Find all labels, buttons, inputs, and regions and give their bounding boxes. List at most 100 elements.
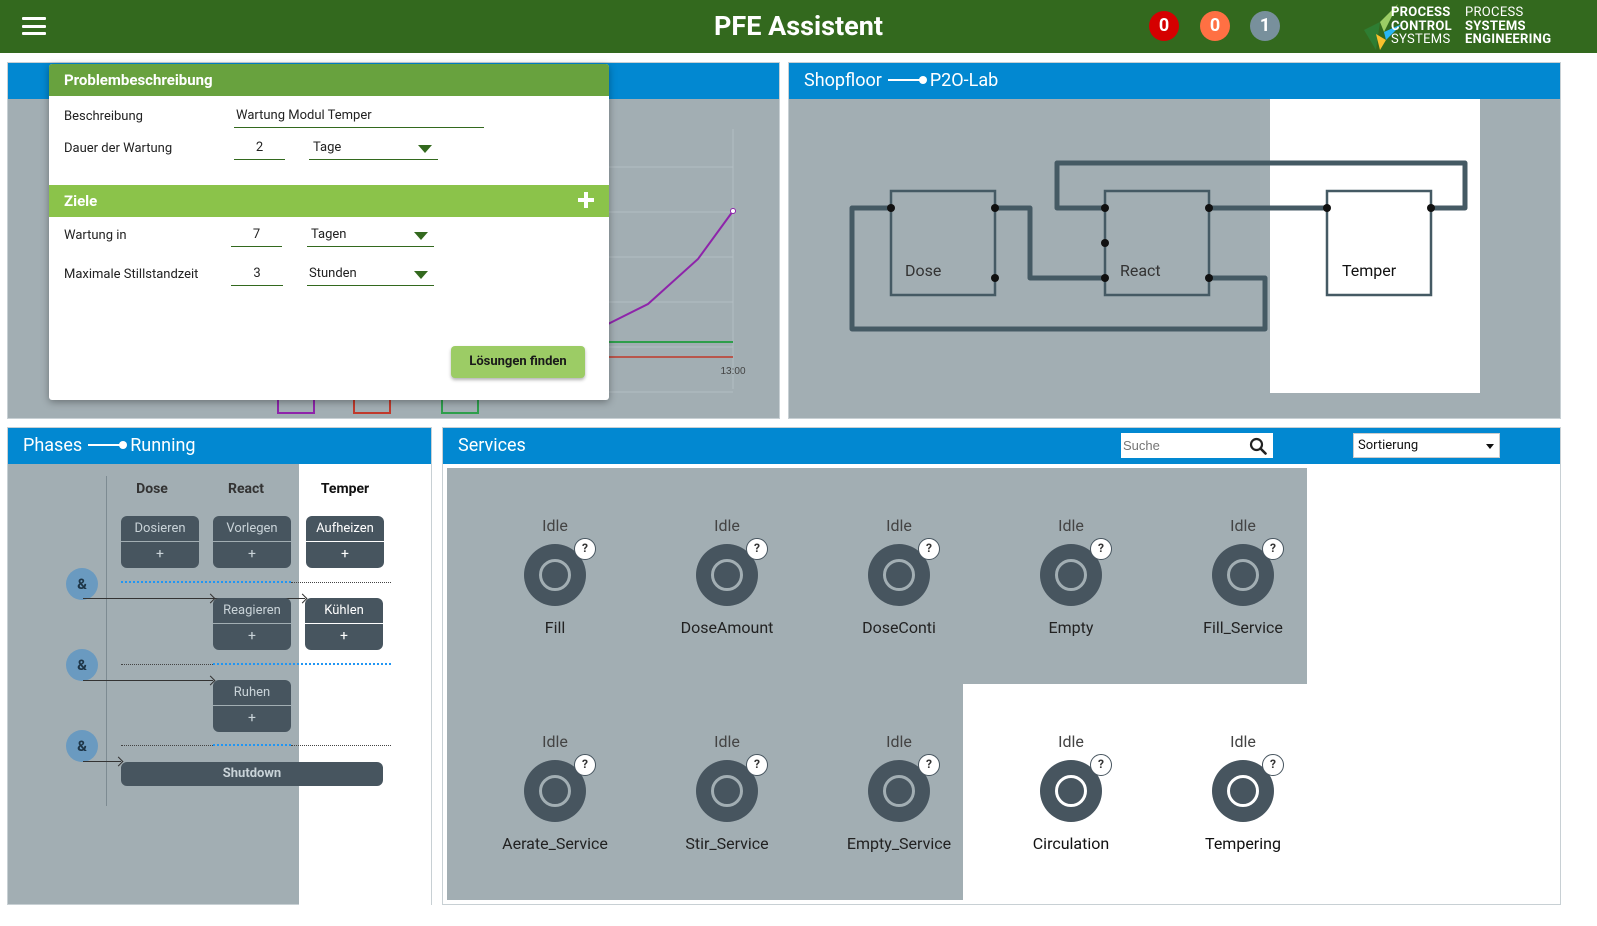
service-fill-service[interactable]: Idle ? Fill_Service <box>1203 516 1284 637</box>
service-status-icon: ? <box>524 538 596 606</box>
service-status-icon: ? <box>1212 754 1284 822</box>
dropdown-caret-icon <box>414 232 428 240</box>
add-step-icon: + <box>248 546 256 562</box>
add-goal-icon[interactable] <box>577 191 595 209</box>
sync-and-1[interactable]: & <box>66 568 98 600</box>
add-step-icon: + <box>156 546 164 562</box>
beschreibung-label: Beschreibung <box>64 109 143 124</box>
help-icon[interactable]: ? <box>1090 754 1112 776</box>
step-reagieren[interactable]: Reagieren+ <box>213 598 291 650</box>
top-bar: PFE Assistent 0 0 1 PROCESS CONTROL SYST… <box>0 0 1597 53</box>
service-doseconti[interactable]: Idle ? DoseConti <box>819 516 979 637</box>
warning-badge[interactable]: 0 <box>1200 11 1230 41</box>
sync-line <box>121 745 213 746</box>
help-icon[interactable]: ? <box>918 754 940 776</box>
sync-line <box>213 663 391 665</box>
dropdown-caret-icon <box>1486 444 1494 449</box>
step-dosieren[interactable]: Dosieren+ <box>121 516 199 568</box>
phase-axis <box>106 476 107 806</box>
service-doseamount[interactable]: Idle ? DoseAmount <box>680 516 774 637</box>
module-label-dose[interactable]: Dose <box>905 261 942 280</box>
module-label-temper[interactable]: Temper <box>1342 261 1397 280</box>
series-point-dose <box>730 208 736 214</box>
dauer-unit-select[interactable]: Tage <box>309 138 438 160</box>
service-status-icon: ? <box>524 754 596 822</box>
service-status-icon: ? <box>1040 538 1112 606</box>
help-icon[interactable]: ? <box>574 754 596 776</box>
sync-line <box>213 744 291 746</box>
x-tick-label: 13:00 <box>720 366 745 377</box>
wartung-input[interactable]: 7 <box>231 225 282 247</box>
service-empty-service[interactable]: Idle ? Empty_Service <box>846 732 952 853</box>
legend-swatch <box>353 398 391 414</box>
service-tempering[interactable]: Idle ? Tempering <box>1163 732 1323 853</box>
sync-line <box>121 581 291 583</box>
problem-card: Problembeschreibung Beschreibung Wartung… <box>49 64 609 400</box>
dauer-label: Dauer der Wartung <box>64 141 173 156</box>
help-icon[interactable]: ? <box>746 754 768 776</box>
service-status-icon: ? <box>1212 538 1284 606</box>
ziele-header: Ziele <box>49 185 609 217</box>
service-fill[interactable]: Idle ? Fill <box>475 516 635 637</box>
step-vorlegen[interactable]: Vorlegen+ <box>213 516 291 568</box>
search-box <box>1121 433 1273 458</box>
menu-icon[interactable] <box>22 17 46 35</box>
flow-arrow <box>83 598 213 599</box>
legend-swatch <box>277 398 315 414</box>
help-icon[interactable]: ? <box>1262 538 1284 560</box>
module-dose <box>889 189 997 297</box>
find-solutions-button[interactable]: Lösungen finden <box>451 346 585 378</box>
stillstand-unit-select[interactable]: Stunden <box>307 264 434 286</box>
help-icon[interactable]: ? <box>918 538 940 560</box>
stillstand-label: Maximale Stillstandzeit <box>64 267 199 282</box>
service-status-icon: ? <box>696 754 768 822</box>
step-kuehlen[interactable]: Kühlen+ <box>305 598 383 650</box>
help-icon[interactable]: ? <box>1090 538 1112 560</box>
service-status-icon: ? <box>868 754 940 822</box>
sort-select[interactable]: Sortierung <box>1353 433 1500 458</box>
col-head-react: React <box>227 481 265 497</box>
sync-line <box>291 582 391 583</box>
search-icon[interactable] <box>1249 437 1267 455</box>
module-label-react[interactable]: React <box>1120 261 1161 280</box>
logo-text-left: PROCESS CONTROL SYSTEMS <box>1391 5 1452 47</box>
help-icon[interactable]: ? <box>574 538 596 560</box>
service-status-icon: ? <box>696 538 768 606</box>
help-icon[interactable]: ? <box>746 538 768 560</box>
sync-and-3[interactable]: & <box>66 730 98 762</box>
service-stir[interactable]: Idle ? Stir_Service <box>685 732 769 853</box>
service-empty[interactable]: Idle ? Empty <box>991 516 1151 637</box>
wartung-label: Wartung in <box>64 228 127 243</box>
step-shutdown[interactable]: Shutdown <box>121 762 383 786</box>
flow-arrow <box>83 680 213 681</box>
module-temper <box>1325 189 1433 297</box>
services-panel: Services Sortierung <box>442 427 1561 905</box>
add-step-icon: + <box>341 546 349 562</box>
search-input[interactable] <box>1121 433 1241 458</box>
sync-and-2[interactable]: & <box>66 649 98 681</box>
col-head-dose: Dose <box>136 481 168 497</box>
wartung-unit-select[interactable]: Tagen <box>307 225 434 247</box>
step-aufheizen[interactable]: Aufheizen+ <box>306 516 384 568</box>
dauer-input[interactable]: 2 <box>234 138 285 160</box>
add-step-icon: + <box>340 628 348 644</box>
service-circulation[interactable]: Idle ? Circulation <box>991 732 1151 853</box>
logo-text-right: PROCESS SYSTEMS ENGINEERING <box>1465 5 1552 47</box>
temper-highlight <box>1270 99 1480 393</box>
help-icon[interactable]: ? <box>1262 754 1284 776</box>
connector-icon <box>887 76 927 85</box>
logo-icon <box>1364 4 1402 50</box>
stillstand-input[interactable]: 3 <box>231 264 283 286</box>
add-step-icon: + <box>248 710 256 726</box>
beschreibung-input[interactable]: Wartung Modul Temper <box>234 106 484 128</box>
series-line-dose <box>597 210 734 330</box>
legend-swatch <box>441 398 479 414</box>
service-aerate[interactable]: Idle ? Aerate_Service <box>502 732 608 853</box>
error-badge[interactable]: 0 <box>1149 11 1179 41</box>
info-badge[interactable]: 1 <box>1250 11 1280 41</box>
step-ruhen[interactable]: Ruhen+ <box>213 680 291 732</box>
connector-icon <box>88 441 128 450</box>
add-step-icon: + <box>248 628 256 644</box>
plant-diagram <box>849 160 1468 332</box>
